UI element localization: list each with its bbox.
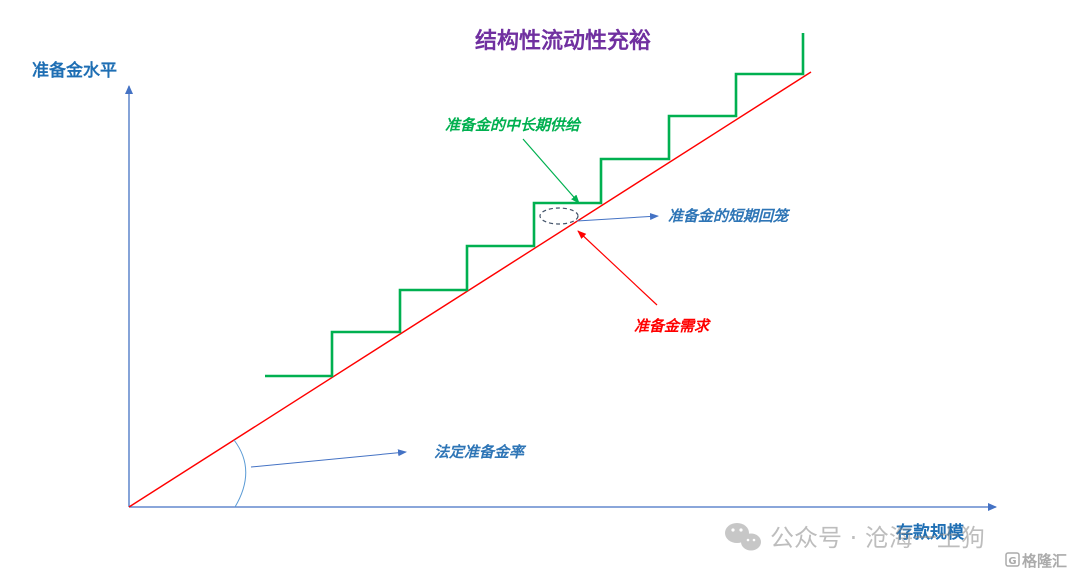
supply-label: 准备金的中长期供给 [445,116,582,134]
y-axis-label: 准备金水平 [32,60,117,81]
watermark: 公众号 · 沧海一土狗 [725,523,985,552]
reserve-ratio-arc [233,439,247,508]
demand-arrow [577,230,658,306]
brand-watermark: G 格隆汇 [1005,552,1067,570]
short-term-label: 准备金的短期回笼 [668,207,791,225]
watermark-account: 公众号 · 沧海一土狗 [770,524,985,552]
demand-label: 准备金需求 [634,317,711,335]
diagram-title: 结构性流动性充裕 [475,28,651,54]
brand-logo-icon [1005,552,1020,567]
x-axis-label: 存款规模 [896,522,965,543]
rate-label: 法定准备金率 [434,443,527,461]
short-term-ellipse [539,207,579,225]
reserve-demand-line [128,71,812,508]
wechat-icon [725,523,761,551]
brand-name: 格隆汇 [1022,552,1067,570]
rate-arrow [250,449,407,468]
short-term-arrow [576,212,659,222]
supply-arrow [522,138,580,204]
reserve-supply-staircase [265,33,805,378]
brand-logo-letter: G [1008,556,1016,567]
